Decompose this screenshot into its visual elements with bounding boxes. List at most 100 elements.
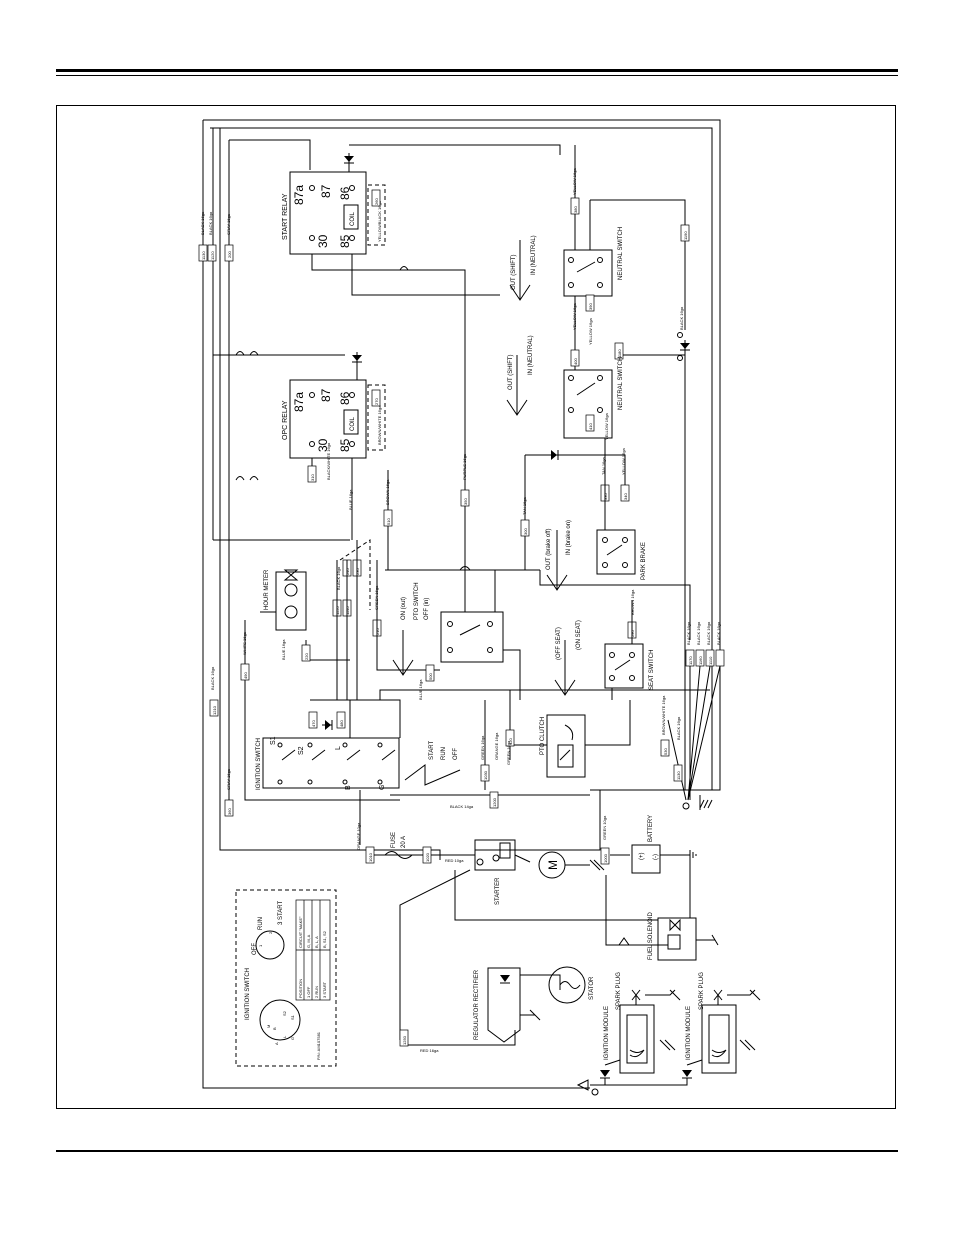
wire-label-gray-16: GRAY 16ga	[226, 213, 231, 235]
wire-label-red-10: RED 10ga	[445, 858, 464, 863]
ignition-s1: S1	[270, 736, 277, 745]
legend-pos-off: OFF	[252, 943, 258, 955]
neutral-switch-bottom-title: NEUTRAL SWITCH	[618, 357, 624, 410]
opc-relay-coil: COIL	[350, 416, 356, 431]
legend-terminal-s2: S2	[282, 1010, 287, 1016]
park-brake-out: OUT (brake off)	[546, 529, 552, 570]
fuel-solenoid-title: FUEL SOLENOID	[648, 912, 654, 960]
ignition-s2: S2	[298, 746, 305, 755]
neutral-switch-bottom-in: IN (NEUTRAL)	[528, 335, 534, 375]
neutral-switch-bottom: NEUTRAL SWITCH 410	[563, 357, 624, 439]
wire-label-black-16i: BLACK 16ga	[210, 666, 215, 690]
header-rule-thin	[56, 75, 898, 76]
wire-number: 1160	[698, 656, 703, 665]
ignition-off-label: OFF	[453, 748, 459, 760]
wire-label-black-16e: BLACK 16ga	[686, 621, 691, 645]
opc-relay-85: 85	[338, 438, 352, 452]
start-relay-title: START RELAY	[282, 193, 289, 240]
ignition-start-label: START	[429, 741, 435, 760]
wire-label-orange-10: ORANGE 10ga	[356, 822, 361, 850]
legend-header-circuit: CIRCUIT "MAKE"	[298, 916, 303, 948]
wire-number: 220	[304, 653, 309, 660]
ignition-module-1: IGNITION MODULE	[604, 1004, 655, 1074]
pto-switch-off: OFF (in)	[424, 598, 430, 620]
wire-number: 300	[523, 528, 528, 535]
opc-relay-87: 87	[319, 388, 333, 402]
diode-park-brake	[548, 450, 560, 460]
legend-pos-run: RUN	[258, 917, 264, 930]
legend-terminal-m: M	[266, 1025, 271, 1028]
legend-part-number: P/N: AM107581	[316, 1031, 321, 1060]
wire-number: 1170	[688, 656, 693, 665]
wire-label-tan-16b: TAN 16ga	[601, 457, 606, 475]
ignition-switch-title: IGNITION SWITCH	[256, 738, 262, 790]
legend-row2-pos: 2 RUN	[314, 986, 319, 998]
wire-number: 420	[508, 738, 513, 745]
diagram-frame	[56, 105, 896, 1109]
wire-label-blue-16b: BLUE 16ga	[281, 639, 286, 660]
spark-plug-1: SPARK PLUG	[616, 972, 681, 1010]
legend-terminal-l: L	[282, 1035, 287, 1038]
wire-number: 1180	[617, 349, 622, 358]
wire-label-black-16d: BLACK 16ga	[336, 566, 341, 590]
wire-label-yellow-16: YELLOW 16ga	[572, 168, 577, 195]
ignition-module-1-title: IGNITION MODULE	[604, 1006, 610, 1060]
start-relay: START RELAY 87a 86 87 30 85 COIL	[282, 171, 367, 255]
wire-label-black-16b: BLACK 16ga	[208, 211, 213, 235]
wire-tag-1120: 1120	[207, 244, 217, 262]
wire-label-yellow-16b: YELLOW 16ga	[572, 303, 577, 330]
wire-tag-200: 200	[224, 244, 234, 262]
pto-clutch: PTO CLUTCH	[540, 714, 586, 778]
wire-number: 1200	[492, 797, 497, 807]
neutral-switch-top-title: NEUTRAL SWITCH	[618, 227, 624, 280]
wire-number: 260	[374, 198, 379, 205]
hour-meter-title: HOUR METER	[264, 569, 270, 610]
diode-ignition	[322, 720, 333, 730]
opc-relay-30: 30	[316, 438, 330, 452]
wire-label-gray-16b: GRAY 16ga	[226, 768, 231, 790]
legend-pos-num-1: 1	[258, 944, 263, 947]
seat-switch-off: (OFF SEAT)	[556, 627, 562, 660]
diode-right	[677, 332, 690, 361]
opc-relay-87a: 87a	[292, 392, 306, 412]
pto-clutch-title: PTO CLUTCH	[540, 717, 546, 755]
ignition-g: G	[379, 785, 386, 790]
header-rule-thick	[56, 69, 898, 72]
spark-plug-1-title: SPARK PLUG	[616, 972, 622, 1010]
opc-relay: OPC RELAY 87a 86 87 30 85 COIL	[282, 379, 367, 459]
wire-label-black-16c: BLACK 16ga	[679, 306, 684, 330]
wire-label-brown-white: BROWN/WHITE 16ga	[377, 405, 382, 445]
legend-terminal-b: B	[272, 1027, 277, 1030]
battery: BATTERY (+) (-)	[631, 815, 661, 874]
wire-label-purple-16: PURPLE 16ga	[462, 453, 467, 480]
hour-meter: HOUR METER	[264, 569, 307, 631]
start-relay-coil: COIL	[350, 211, 356, 226]
wire-label-black-14: BLACK 14ga	[450, 804, 474, 809]
spark-plug-2-title: SPARK PLUG	[699, 972, 705, 1010]
wire-number: 1000	[603, 853, 608, 863]
wire-label-orange-16: ORANGE 16ga	[494, 732, 499, 760]
wire-number: 500	[428, 673, 433, 680]
battery-neg: (-)	[653, 854, 659, 860]
pto-switch-on: ON (out)	[401, 597, 407, 620]
fuel-solenoid: FUEL SOLENOID	[648, 912, 697, 961]
wire-number: 270	[374, 398, 379, 405]
wire-number: 1120	[210, 251, 215, 260]
seat-switch-title: SEAT SWITCH	[649, 650, 655, 690]
footer-rule	[56, 1150, 898, 1152]
start-relay-85: 85	[338, 234, 352, 248]
starter-motor: M	[546, 860, 560, 870]
start-relay-87a: 87a	[292, 185, 306, 205]
legend-row2-circuit: B, L, A	[314, 936, 319, 948]
legend-row3-circuit: B, S1, S2	[322, 930, 327, 948]
start-relay-30: 30	[316, 234, 330, 248]
pto-switch: PTO SWITCH	[414, 582, 504, 663]
wire-tag-1130: 1130	[198, 244, 208, 262]
legend-pos-num-2: 2	[268, 931, 273, 934]
wire-number: 200	[227, 251, 232, 258]
spark-plug-2: SPARK PLUG	[699, 972, 761, 1010]
park-brake-in: IN (brake on)	[566, 520, 572, 555]
wire-number: 490	[243, 672, 248, 679]
wire-number: 1130	[676, 771, 681, 780]
